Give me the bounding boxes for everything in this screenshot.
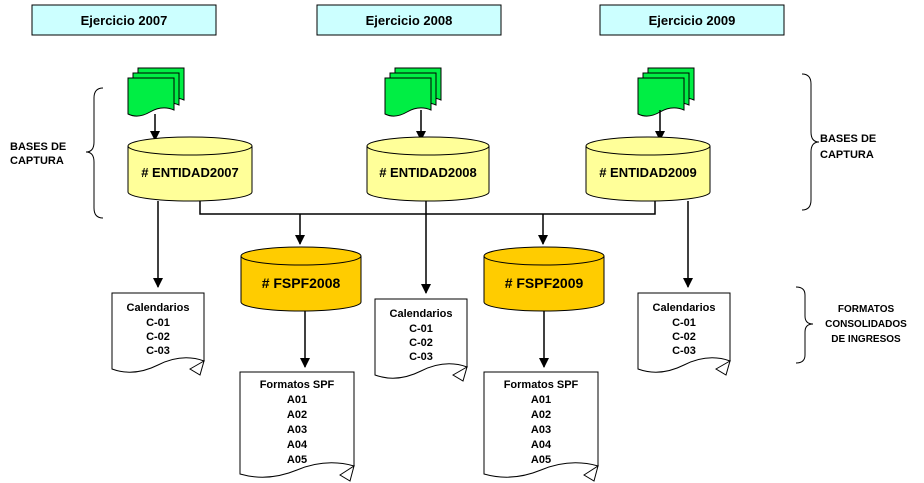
header-2009: Ejercicio 2009 (599, 4, 785, 36)
input-documents-2008-icon (384, 67, 442, 117)
right-formats-line: FORMATOS (838, 304, 895, 315)
calendar-document-2007: Calendarios C-01 C-02 C-03 (111, 292, 205, 376)
calendar-2007-item: C-01 (146, 317, 170, 329)
header-2007-label: Ejercicio 2007 (81, 13, 168, 28)
right-brace-bases (801, 73, 820, 211)
database-entidad2009-label: # ENTIDAD2009 (599, 165, 697, 180)
formats-2009-item: A04 (531, 439, 552, 451)
calendar-2008-item: C-01 (409, 323, 433, 335)
calendar-2007-item: C-02 (146, 331, 170, 343)
formats-2009-title: Formatos SPF (504, 379, 579, 391)
left-brace (85, 87, 104, 219)
formats-2008-title: Formatos SPF (260, 379, 335, 391)
left-bases-line: BASES DE (10, 141, 66, 153)
calendar-2007-item: C-03 (146, 345, 170, 357)
header-2008: Ejercicio 2008 (316, 4, 502, 36)
input-documents-2009-icon (637, 67, 695, 117)
database-entidad2009: # ENTIDAD2009 (585, 136, 711, 202)
left-bases-label: BASES DE CAPTURA (10, 141, 66, 167)
right-bases-line: BASES DE (820, 133, 876, 145)
calendar-2008-title: Calendarios (390, 308, 453, 320)
database-fspf2008: # FSPF2008 (240, 246, 362, 312)
database-fspf2009-label: # FSPF2009 (505, 275, 584, 291)
formats-2009-item: A01 (531, 394, 551, 406)
formats-2008-item: A04 (287, 439, 308, 451)
formats-2008-item: A05 (287, 454, 307, 466)
database-entidad2008: # ENTIDAD2008 (366, 136, 490, 202)
database-entidad2008-label: # ENTIDAD2008 (379, 165, 477, 180)
header-2008-label: Ejercicio 2008 (366, 13, 453, 28)
formats-2008-item: A01 (287, 394, 307, 406)
header-2009-label: Ejercicio 2009 (649, 13, 736, 28)
calendar-2008-item: C-02 (409, 337, 433, 349)
database-fspf2008-label: # FSPF2008 (262, 275, 341, 291)
calendar-2009-item: C-03 (672, 345, 696, 357)
formats-2008-item: A02 (287, 409, 307, 421)
left-bases-line: CAPTURA (10, 155, 64, 167)
database-entidad2007: # ENTIDAD2007 (127, 136, 253, 202)
right-formats-line: DE INGRESOS (831, 334, 901, 345)
formats-document-2009: Formatos SPF A01 A02 A03 A04 A05 (483, 371, 599, 482)
calendar-2007-title: Calendarios (127, 302, 190, 314)
right-formats-label: FORMATOS CONSOLIDADOS DE INGRESOS (825, 304, 907, 345)
calendar-document-2009: Calendarios C-01 C-02 C-03 (637, 292, 731, 376)
calendar-document-2008: Calendarios C-01 C-02 C-03 (374, 298, 468, 382)
calendar-2009-title: Calendarios (653, 302, 716, 314)
header-2007: Ejercicio 2007 (31, 4, 217, 36)
right-brace-formats (795, 286, 814, 364)
right-formats-line: CONSOLIDADOS (825, 319, 907, 330)
formats-document-2008: Formatos SPF A01 A02 A03 A04 A05 (239, 371, 355, 482)
right-bases-label: BASES DE CAPTURA (820, 133, 876, 161)
consolidation-connectors (199, 201, 656, 245)
formats-2009-item: A02 (531, 409, 551, 421)
formats-2008-item: A03 (287, 424, 307, 436)
calendar-2009-item: C-01 (672, 317, 696, 329)
input-documents-2007-icon (127, 67, 185, 117)
calendar-2008-item: C-03 (409, 351, 433, 363)
database-entidad2007-label: # ENTIDAD2007 (141, 165, 239, 180)
database-fspf2009: # FSPF2009 (483, 246, 605, 312)
calendar-2009-item: C-02 (672, 331, 696, 343)
right-bases-line: CAPTURA (820, 149, 874, 161)
formats-2009-item: A05 (531, 454, 551, 466)
formats-2009-item: A03 (531, 424, 551, 436)
